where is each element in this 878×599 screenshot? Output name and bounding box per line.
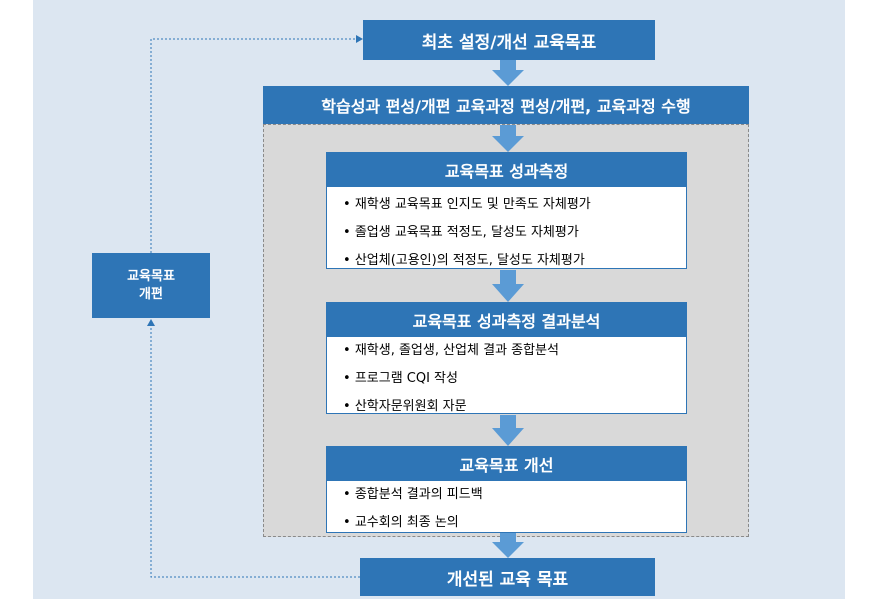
- right-arrow-icon: [356, 35, 363, 43]
- list-item: 산학자문위원회 자문: [343, 393, 686, 421]
- improvement-title: 교육목표 개선: [327, 447, 686, 481]
- side-label-1: 교육목표: [127, 268, 175, 284]
- analysis-list: 재학생, 졸업생, 산업체 결과 종합분석 프로그램 CQI 작성 산학자문위원…: [327, 337, 686, 421]
- list-item: 종합분석 결과의 피드백: [343, 481, 686, 509]
- down-arrow-icon: [492, 533, 524, 558]
- improvement-box: 교육목표 개선 종합분석 결과의 피드백 교수회의 최종 논의: [326, 446, 687, 533]
- analysis-title: 교육목표 성과측정 결과분석: [327, 303, 686, 337]
- goal-revision-box: 교육목표 개편: [92, 253, 210, 318]
- up-arrow-icon: [147, 319, 155, 326]
- measurement-box: 교육목표 성과측정 재학생 교육목표 인지도 및 만족도 자체평가 졸업생 교육…: [326, 152, 687, 269]
- list-item: 교수회의 최종 논의: [343, 509, 686, 537]
- improved-goal-box: 개선된 교육 목표: [360, 558, 655, 596]
- side-label-2: 개편: [139, 286, 163, 302]
- list-item: 졸업생 교육목표 적정도, 달성도 자체평가: [343, 219, 686, 247]
- list-item: 재학생, 졸업생, 산업체 결과 종합분석: [343, 337, 686, 365]
- initial-goal-box: 최초 설정/개선 교육목표: [363, 20, 655, 60]
- down-arrow-icon: [492, 125, 524, 152]
- curriculum-box: 학습성과 편성/개편 교육과정 편성/개편, 교육과정 수행: [263, 86, 749, 124]
- down-arrow-icon: [492, 270, 524, 302]
- feedback-line-bottom: [150, 322, 360, 578]
- improvement-list: 종합분석 결과의 피드백 교수회의 최종 논의: [327, 481, 686, 537]
- down-arrow-icon: [492, 60, 524, 86]
- list-item: 프로그램 CQI 작성: [343, 365, 686, 393]
- list-item: 재학생 교육목표 인지도 및 만족도 자체평가: [343, 191, 686, 219]
- measurement-title: 교육목표 성과측정: [327, 153, 686, 187]
- list-item: 산업체(고용인)의 적정도, 달성도 자체평가: [343, 247, 686, 275]
- measurement-list: 재학생 교육목표 인지도 및 만족도 자체평가 졸업생 교육목표 적정도, 달성…: [327, 187, 686, 275]
- feedback-line-top: [150, 38, 356, 253]
- analysis-box: 교육목표 성과측정 결과분석 재학생, 졸업생, 산업체 결과 종합분석 프로그…: [326, 302, 687, 414]
- down-arrow-icon: [492, 415, 524, 446]
